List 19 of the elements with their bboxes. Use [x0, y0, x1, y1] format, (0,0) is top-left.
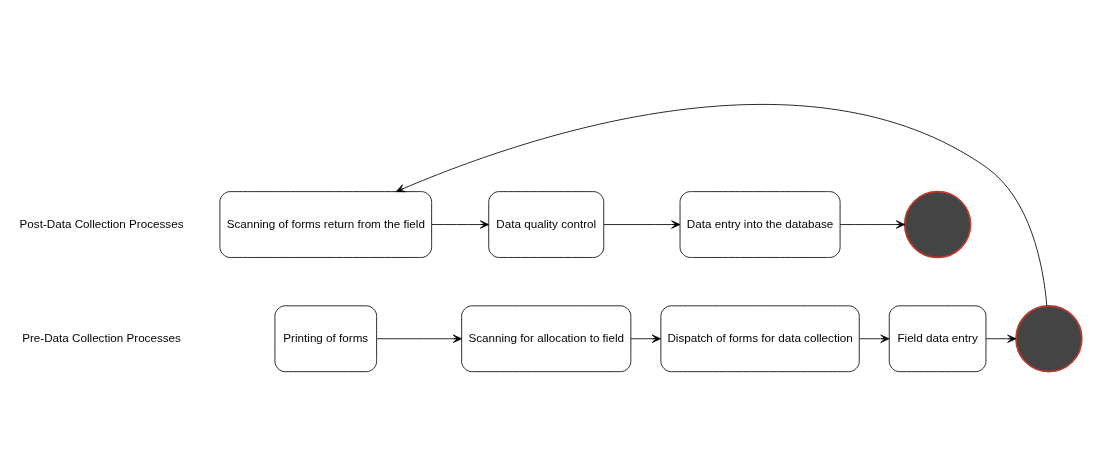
arrow: [395, 104, 1048, 306]
node-circle: [1015, 304, 1083, 372]
label: Pre-Data Collection Processes: [22, 330, 181, 344]
node-box: Field data entry: [888, 304, 987, 372]
node-circle: [903, 190, 972, 258]
arrow: [985, 334, 1017, 343]
arrow: [839, 219, 906, 229]
node-box: Data quality control: [488, 190, 605, 258]
arrow: [603, 219, 681, 229]
arrow: [376, 334, 462, 343]
node-box: Dispatch of forms for data collection: [660, 304, 860, 372]
label: Post-Data Collection Processes: [19, 216, 184, 230]
arrow: [858, 334, 890, 343]
node-box: Data entry into the database: [679, 190, 841, 258]
arrow: [431, 219, 490, 229]
node-box: Printing of forms: [274, 304, 378, 372]
node-box: Scanning for allocation to field: [461, 304, 632, 372]
node-box: Scanning of forms return from the field: [219, 190, 433, 258]
arrow: [630, 334, 661, 343]
